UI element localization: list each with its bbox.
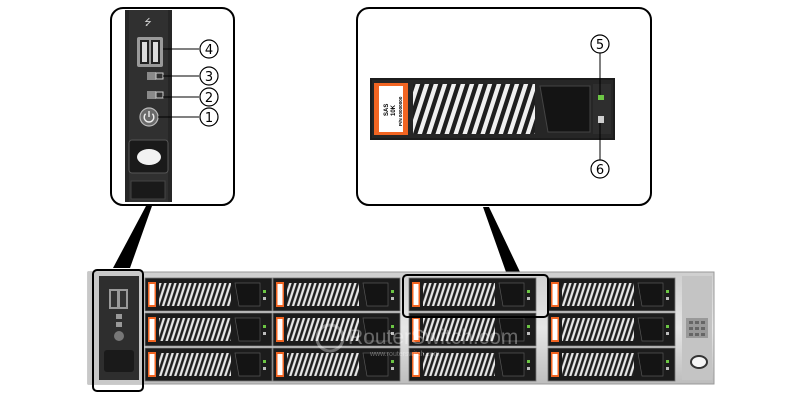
callout-3: 3	[199, 66, 219, 86]
callout-5: 5	[590, 34, 610, 54]
usb-symbol-icon: ⭍	[144, 17, 152, 27]
drive-bay	[547, 277, 676, 312]
drive-bay	[144, 312, 273, 347]
health-led-icon	[147, 91, 164, 99]
drive-bay	[408, 347, 537, 382]
power-button-icon	[139, 107, 159, 127]
drive-zoom: SAS 10K P/N 00000000 5 6	[356, 7, 652, 206]
zoom-pointer-right	[483, 207, 520, 272]
callout-4: 4	[199, 39, 219, 59]
drive-bay	[408, 312, 537, 347]
drive-type-label: SAS	[384, 104, 390, 116]
svg-text:2: 2	[205, 91, 213, 106]
drive-fault-led	[598, 116, 604, 123]
watermark: RouterSwitch.com www.routerswitch.com	[315, 323, 518, 358]
drive-bay	[144, 277, 273, 312]
svg-text:4: 4	[205, 43, 213, 58]
zoom-pointer-left	[113, 206, 152, 268]
drive-bay	[272, 347, 401, 382]
control-panel-zoom: ⭍	[110, 7, 235, 206]
watermark-url: www.routerswitch.com	[369, 351, 440, 358]
callout-1: 1	[199, 107, 219, 127]
drive-bay	[272, 312, 401, 347]
svg-text:1: 1	[205, 111, 213, 126]
drive-pn-label: P/N 00000000	[398, 96, 403, 126]
watermark-brand: RouterSwitch.com	[348, 326, 518, 349]
svg-text:5: 5	[596, 38, 604, 53]
drive-speed-label: 10K	[391, 104, 397, 116]
callout-2: 2	[199, 87, 219, 107]
svg-text:3: 3	[205, 70, 213, 85]
callout-leaders-left	[158, 48, 199, 118]
drive-vent	[413, 84, 535, 134]
callout-6: 6	[590, 159, 610, 179]
drive-bay	[144, 347, 273, 382]
svg-text:6: 6	[596, 163, 604, 178]
usb-ports-icon	[137, 37, 163, 67]
drive-bay	[547, 347, 676, 382]
drive-bay	[272, 277, 401, 312]
drive-bay	[547, 312, 676, 347]
drive-bay	[408, 277, 537, 312]
drive-carrier-large: SAS 10K P/N 00000000	[370, 78, 615, 140]
chassis-control-panel-highlight	[92, 269, 144, 392]
drive-handle	[539, 85, 591, 133]
drive-bay-grid	[144, 277, 676, 382]
drive-activity-led	[598, 95, 604, 100]
highlighted-drive-bay	[402, 274, 549, 318]
server-chassis: RouterSwitch.com www.routerswitch.com	[87, 269, 715, 392]
system-led-icon	[147, 72, 164, 80]
